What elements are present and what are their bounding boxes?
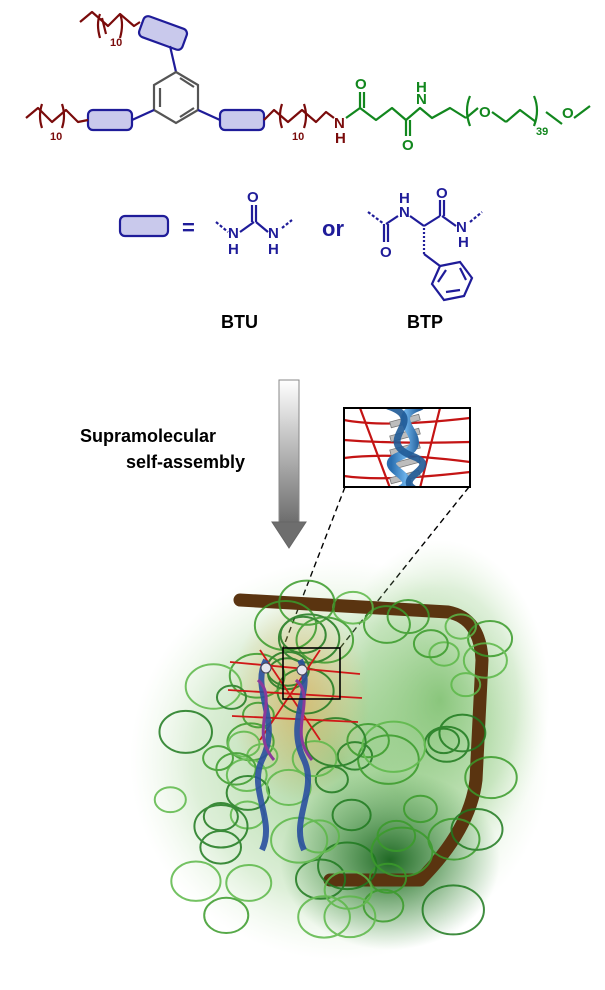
amide-h-left: H xyxy=(335,130,346,147)
peg-coil xyxy=(202,801,239,832)
amide-n-right: N xyxy=(416,91,427,108)
carbonyl-o-2: O xyxy=(402,137,414,154)
peg-coil xyxy=(297,895,351,939)
peg-coil xyxy=(277,613,341,664)
btp-h-2: H xyxy=(458,234,469,251)
peg-coil xyxy=(215,684,248,710)
peg-coil xyxy=(279,615,327,654)
urea-o: O xyxy=(247,189,259,206)
btp-n-1: N xyxy=(399,204,410,221)
linker-legend: = O N H N H or xyxy=(118,185,483,302)
peg-coil xyxy=(323,895,377,939)
process-arrow xyxy=(271,379,307,549)
peg-coil xyxy=(368,862,408,894)
peg-coil xyxy=(464,755,518,800)
peg-coil xyxy=(242,701,275,729)
urea-h-1: H xyxy=(228,241,239,258)
phenylalanine-structure xyxy=(367,200,483,302)
fibre-core-helices xyxy=(227,649,363,852)
peg-coil xyxy=(427,727,461,755)
peg-coil xyxy=(361,720,427,773)
peg-coil xyxy=(450,672,482,698)
urea-n-2: N xyxy=(268,225,279,242)
peg-coil xyxy=(193,804,249,849)
legend-box xyxy=(118,214,170,238)
urea-n-1: N xyxy=(228,225,239,242)
peg-coil xyxy=(170,860,222,902)
amide-h-right: H xyxy=(416,79,427,96)
peg-coil xyxy=(357,734,420,785)
benzene-core xyxy=(152,70,200,125)
peg-coil xyxy=(202,745,234,772)
repeat-count-left: 10 xyxy=(50,131,62,143)
peg-coil xyxy=(253,599,318,652)
peg-coil xyxy=(304,717,367,767)
urea-h-2: H xyxy=(268,241,279,258)
linker-box-left xyxy=(86,108,134,132)
peg-coil xyxy=(215,752,257,786)
peg-coil xyxy=(225,774,271,811)
btx-peg-molecule: 10 10 xyxy=(25,10,591,154)
peg-coil xyxy=(228,652,286,699)
peg-coil xyxy=(438,713,487,753)
label-btu: BTU xyxy=(221,312,258,332)
alkyl-chain-left xyxy=(25,103,89,129)
peg-coil xyxy=(412,629,449,659)
helix-inset xyxy=(343,407,471,488)
peg-coil xyxy=(450,808,504,851)
peg-coil xyxy=(462,642,508,679)
peg-coil xyxy=(184,663,243,710)
peg-chain xyxy=(465,95,591,127)
zoom-source-box xyxy=(282,647,341,700)
peg-coil xyxy=(278,579,336,626)
repeat-count-top: 10 xyxy=(110,37,122,49)
peg-coil xyxy=(203,896,250,935)
micelle-assembly-render xyxy=(130,540,550,960)
peg-coil xyxy=(428,641,460,667)
peg-coil xyxy=(291,740,338,778)
peg-repeat-count: 39 xyxy=(536,126,548,138)
btp-h-1: H xyxy=(399,190,410,207)
urea-structure xyxy=(215,205,293,233)
peg-coil xyxy=(346,723,390,759)
label-btp: BTP xyxy=(407,312,443,332)
succinic-linker xyxy=(345,92,467,136)
alkyl-chain-right xyxy=(263,103,335,129)
peg-coil xyxy=(362,605,411,644)
peg-coil xyxy=(386,599,430,635)
process-label-line2: self-assembly xyxy=(126,452,245,472)
peg-coil xyxy=(331,798,372,832)
peg-coil xyxy=(370,826,434,878)
methoxy-o: O xyxy=(562,105,574,122)
legend-or: or xyxy=(322,216,344,241)
peg-coil xyxy=(421,884,485,936)
peg-coil xyxy=(294,858,347,900)
linker-box-right xyxy=(218,108,266,132)
btp-n-2: N xyxy=(456,219,467,236)
peg-coil xyxy=(158,709,213,754)
process-label-line1: Supramolecular xyxy=(80,426,216,446)
btp-o-2: O xyxy=(436,185,448,202)
alkyl-chain-top xyxy=(79,10,141,39)
peg-coils xyxy=(153,579,518,939)
peg-coil xyxy=(444,613,477,640)
peg-coil xyxy=(336,741,374,771)
peg-coil xyxy=(402,794,438,824)
linker-box-top xyxy=(137,15,189,51)
peg-coil xyxy=(467,620,514,658)
peg-ether-o: O xyxy=(479,104,491,121)
amide-n-left: N xyxy=(334,115,345,132)
carbonyl-o-1: O xyxy=(355,76,367,93)
repeat-count-right: 10 xyxy=(292,131,304,143)
legend-equals: = xyxy=(182,215,195,240)
peg-coil xyxy=(225,863,273,902)
peg-coil xyxy=(265,768,312,806)
btp-o-1: O xyxy=(380,244,392,261)
peg-coil xyxy=(153,786,187,814)
peg-coil xyxy=(362,888,405,923)
